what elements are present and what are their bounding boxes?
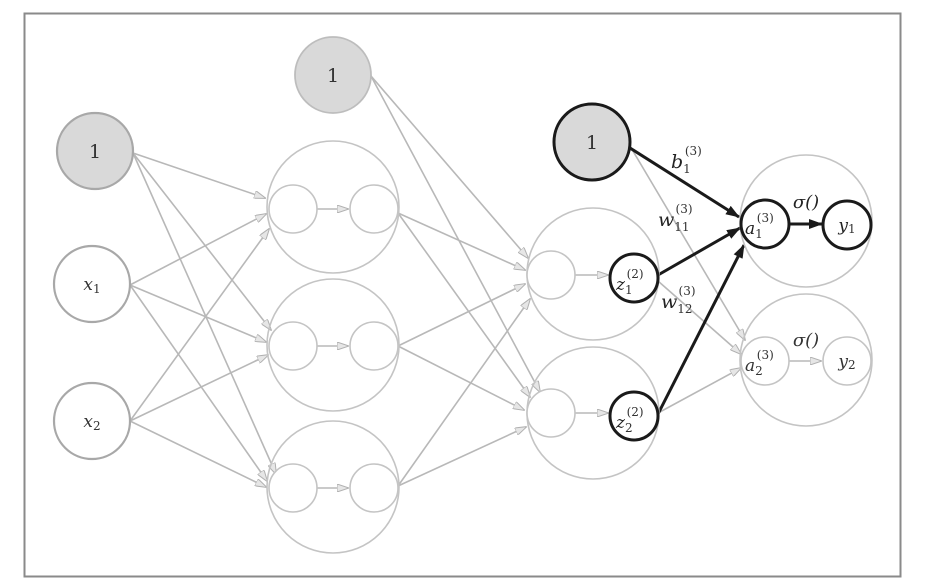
edge-x1-h1-2 [129,284,266,342]
input-node-x1-label: x1 [83,275,100,296]
edge-x1-h1-1 [129,214,266,286]
hidden1-bias-node [294,36,372,114]
faded-edges [129,75,821,488]
input-layer: 1 x1 x2 [52,111,135,461]
edge-x2-h1-1 [129,229,269,422]
hidden1-neuron-3-sum [268,463,318,513]
edge-h1-bias-h2-1 [370,75,528,258]
hidden1-neuron-3-container [266,420,400,554]
output-activation-label-2: σ() [793,330,819,351]
hidden1-bias-label: 1 [327,65,339,87]
hidden2-neuron-1-sum [526,250,576,300]
hidden2-bias-label: 1 [586,132,598,154]
edge-label-bias-b1: b1(3) [671,144,702,176]
edge-z1-a1 [657,226,741,277]
output-activation-label-1: σ() [793,192,819,213]
input-bias-label: 1 [89,141,101,163]
edge-input-bias-h1-1 [132,152,265,198]
edge-h1a1-h2-2 [397,212,530,397]
hidden2-neuron-z2 [608,390,660,442]
hidden2-neuron-z2-label: z2(2) [615,405,644,435]
figure-frame [23,12,902,578]
output-neuron-y2-label: y2 [837,352,855,372]
hidden-layer-2: 1 z1(2) z2(2) [526,102,660,442]
output-neuron-y2 [822,336,872,386]
output-neuron-a2-label: a2(3) [745,348,774,378]
input-node-x2 [52,381,132,461]
edge-x2-h1-3 [129,420,266,487]
hidden1-neuron-2-activation [349,321,399,371]
hidden-layer-1 [268,36,399,513]
hidden1-neuron-2-container [266,278,400,412]
output-neuron-y1 [821,199,873,251]
hidden1-neuron-3-activation [349,463,399,513]
output-neuron-y1-label: y1 [837,216,855,236]
output-neuron-2-container [739,293,873,427]
edge-h1a2-h2-2 [397,345,524,410]
input-node-x2-label: x2 [83,412,100,433]
edge-x1-h1-3 [129,284,267,481]
output-layer: a1(3) y1 σ() a2(3) y2 σ() [739,192,873,386]
edge-h1a3-h2-2 [397,427,526,487]
hidden2-bias-node [552,102,632,182]
hidden1-neuron-1-activation [349,184,399,234]
output-neuron-a1 [739,198,791,250]
input-node-x1 [52,244,132,324]
output-neuron-a2 [740,336,790,386]
edge-z2-a2 [657,368,741,414]
output-neuron-a1-label: a1(3) [745,211,774,241]
edge-input-bias-h1-3 [132,152,276,474]
edge-z1-a2 [657,280,741,354]
edge-h2-bias-a2 [629,145,745,340]
edge-h2-bias-a1 [629,146,740,219]
hidden1-neuron-1-sum [268,184,318,234]
edge-x2-h1-2 [129,355,268,422]
hidden2-neuron-z1 [608,252,660,304]
edge-h1a1-h2-1 [397,212,525,270]
hidden2-neuron-2-sum [526,388,576,438]
edge-label-w11: w11(3) [658,202,693,234]
edge-h1a2-h2-1 [397,284,525,347]
hidden1-neuron-1-container [266,140,400,274]
edge-z2-a1 [656,244,746,415]
edge-label-w12: w12(3) [661,284,696,316]
highlighted-edges [629,146,823,415]
edge-input-bias-h1-2 [132,152,271,330]
edge-h1-bias-h2-2 [370,75,540,392]
hidden2-neuron-z1-label: z1(2) [615,267,644,297]
hidden1-neuron-2-sum [268,321,318,371]
input-bias-node [55,111,135,191]
edge-h1a3-h2-1 [397,299,530,487]
